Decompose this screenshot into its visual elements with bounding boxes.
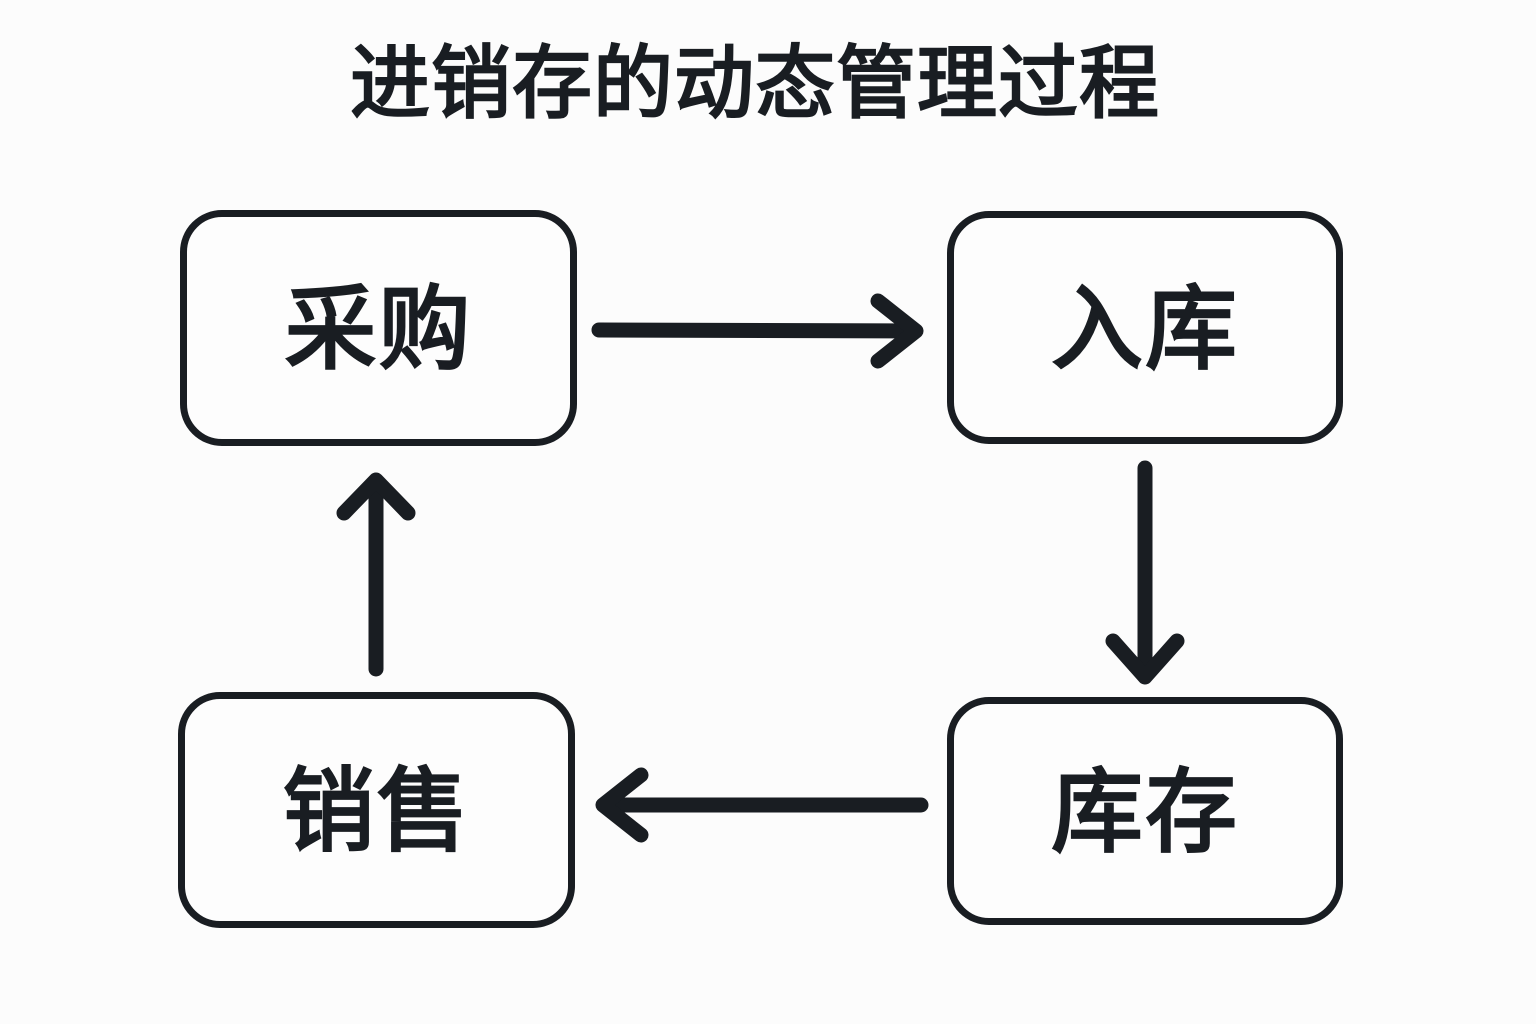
flow-node-purchase-label: 采购 <box>284 279 473 381</box>
flow-node-sales-label: 销售 <box>282 761 471 863</box>
arrow-purchase-to-inbound <box>591 293 924 369</box>
arrow-inventory-to-sales <box>595 767 929 843</box>
flow-node-sales[interactable]: 销售 <box>178 692 575 928</box>
arrow-inbound-to-inventory <box>1105 460 1185 685</box>
flow-node-inventory[interactable]: 库存 <box>947 697 1343 925</box>
flow-node-inbound-label: 入库 <box>1050 278 1239 381</box>
arrow-sales-to-purchase <box>336 472 416 677</box>
flow-node-inventory-label: 库存 <box>1050 762 1239 864</box>
flow-node-purchase[interactable]: 采购 <box>180 210 577 446</box>
page-title: 进销存的动态管理过程 <box>350 39 1160 128</box>
flow-node-inbound[interactable]: 入库 <box>947 211 1343 444</box>
